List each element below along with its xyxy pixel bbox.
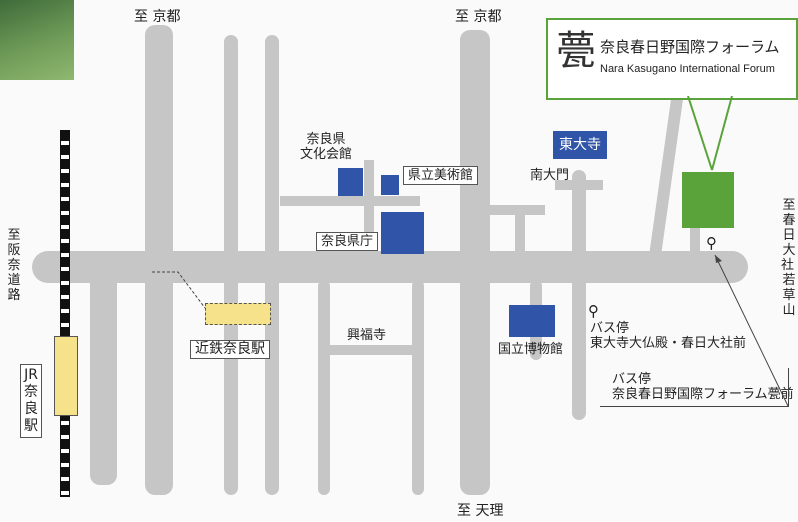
road-v12 xyxy=(690,225,700,255)
building-bunka xyxy=(338,168,363,196)
label-national-museum: 国立博物館 xyxy=(498,342,564,357)
direction-left: 至阪奈道路 xyxy=(7,228,21,303)
road-h3 xyxy=(555,180,603,190)
road-h1 xyxy=(280,196,420,206)
forum-building xyxy=(682,172,734,228)
label-nandaimon: 南大門 xyxy=(530,168,570,183)
road-v3 xyxy=(224,35,238,495)
forum-logo: 甍 xyxy=(556,28,596,74)
road-v2 xyxy=(145,25,173,495)
road-v7 xyxy=(460,30,490,495)
road-v10 xyxy=(364,160,374,255)
road-v1 xyxy=(90,270,117,485)
forum-name-jp: 奈良春日野国際フォーラム xyxy=(600,38,780,56)
forum-name-en: Nara Kasugano International Forum xyxy=(600,63,775,75)
bus-stop-2-bracket xyxy=(600,368,789,407)
direction-top-right: 至 京都 xyxy=(455,9,502,25)
road-v11 xyxy=(515,210,525,255)
direction-bottom: 至 天理 xyxy=(457,503,504,519)
direction-top-left: 至 京都 xyxy=(134,9,181,25)
bus-stop-icon: ⚲ xyxy=(706,234,717,252)
label-kofukuji: 興福寺 xyxy=(347,328,387,343)
main-road xyxy=(32,251,748,283)
bus-stop-icon: ⚲ xyxy=(588,302,599,320)
todaiji-badge: 東大寺 xyxy=(553,131,607,159)
bus-stop-1-label: バス停 東大寺大仏殿・春日大社前 xyxy=(590,321,747,351)
label-kintetsu-station: 近鉄奈良駅 xyxy=(190,340,270,359)
road-v9 xyxy=(572,170,586,420)
road-v6 xyxy=(412,280,424,495)
photo-thumbnail xyxy=(0,0,74,80)
road-v5 xyxy=(318,280,330,495)
road-v4 xyxy=(265,35,279,495)
label-art-museum: 県立美術館 xyxy=(403,166,479,185)
bus-stop-2-pointer xyxy=(714,254,789,407)
label-bunka: 奈良県 文化会館 xyxy=(300,132,353,162)
direction-right: 至春日大社・若草山 xyxy=(781,198,798,318)
station-connector xyxy=(152,271,206,309)
label-pref-office: 奈良県庁 xyxy=(316,232,379,251)
forum-callout: 甍 奈良春日野国際フォーラム Nara Kasugano Internation… xyxy=(546,18,798,100)
label-jr-station: JR奈良駅 xyxy=(20,364,42,438)
railway xyxy=(60,130,70,497)
jr-station-block xyxy=(54,336,78,416)
building-pref xyxy=(381,212,424,254)
road-diag xyxy=(649,100,683,255)
building-national-museum xyxy=(509,305,555,337)
bus-stop-2-label: バス停 奈良春日野国際フォーラム甍前 xyxy=(612,372,794,402)
forum-callout-pointer xyxy=(687,96,733,171)
kintetsu-station-block xyxy=(205,303,271,325)
road-h4 xyxy=(330,345,412,355)
building-art xyxy=(381,175,399,195)
